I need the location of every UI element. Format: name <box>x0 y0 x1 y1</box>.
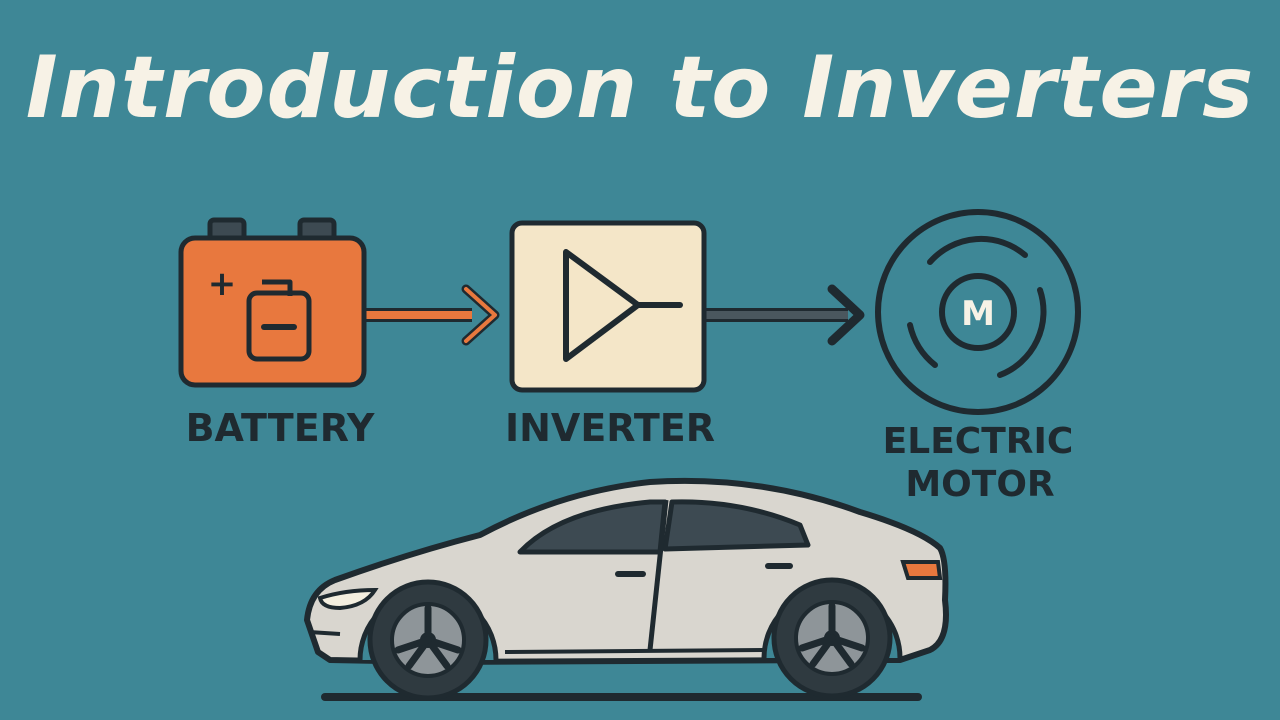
motor-label-line1: ELECTRIC <box>883 421 1074 462</box>
battery-label: BATTERY <box>186 406 375 450</box>
motor-icon: M <box>875 209 1081 415</box>
battery-icon: + <box>178 217 367 388</box>
page-title: Introduction to Inverters <box>25 38 1255 138</box>
edge-battery-inverter <box>365 284 500 346</box>
inverter-label: INVERTER <box>505 406 715 450</box>
battery-plus-symbol: + <box>208 264 237 304</box>
motor-label-line2: MOTOR <box>905 464 1054 505</box>
edge-inverter-motor <box>705 284 865 346</box>
motor-symbol: M <box>961 294 995 334</box>
amplifier-icon <box>509 220 707 393</box>
car-icon <box>304 477 949 701</box>
